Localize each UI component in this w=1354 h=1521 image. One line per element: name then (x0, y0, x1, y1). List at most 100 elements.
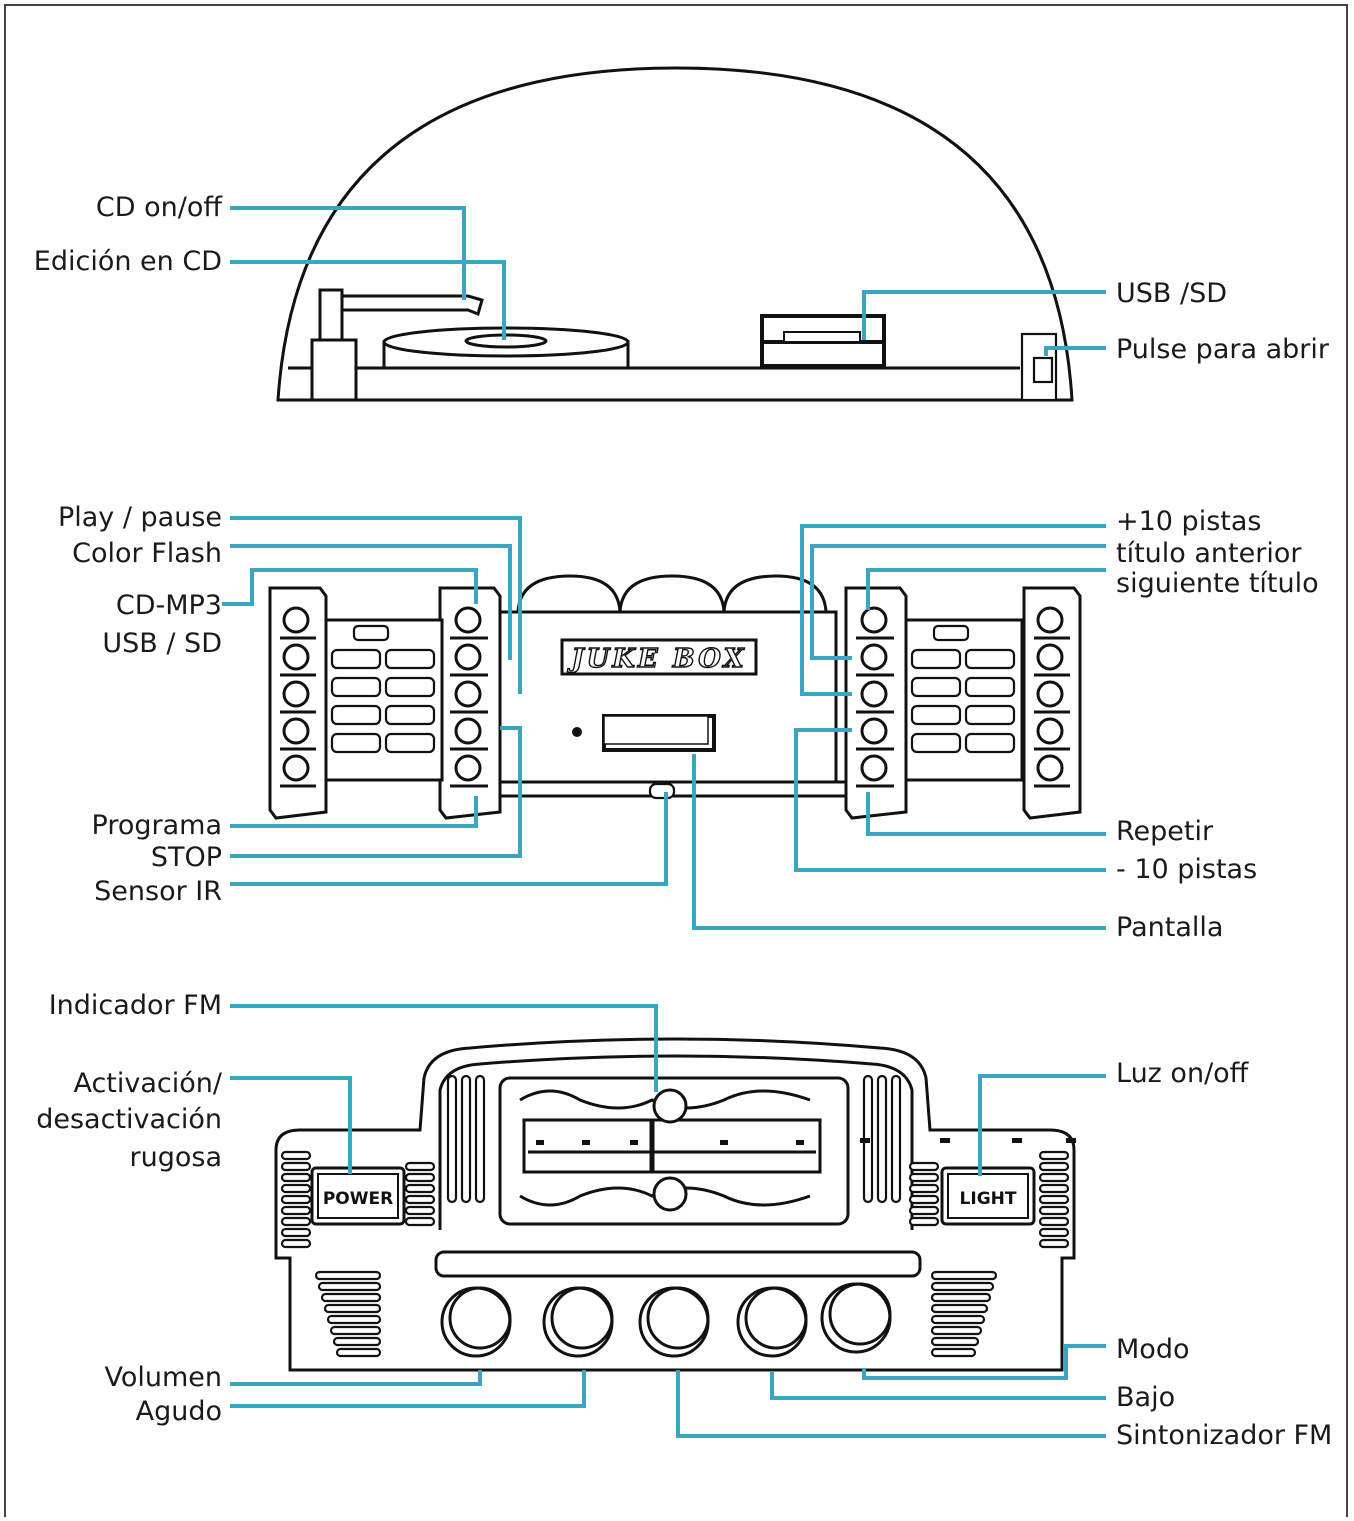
lower-vent-bar (314, 1270, 382, 1281)
label-mode: Modo (1116, 1334, 1189, 1365)
grille-bar (908, 1172, 940, 1183)
label-light-onoff: Luz on/off (1116, 1058, 1250, 1089)
dial-vent-bar (446, 1074, 458, 1204)
grille-bar (404, 1161, 436, 1172)
label-treble: Agudo (136, 1396, 222, 1427)
grille-bar (280, 1227, 312, 1238)
label-usb-sd-middle: USB / SD (102, 628, 222, 659)
dial-vent-bar (474, 1074, 486, 1204)
grille-bar (1038, 1194, 1070, 1205)
dial-tick (1012, 1138, 1022, 1143)
grille-bar (1038, 1216, 1070, 1227)
light-button[interactable]: LIGHT (940, 1166, 1036, 1226)
grille-bar (1038, 1150, 1070, 1161)
bank-button (282, 680, 310, 708)
panel-slat (964, 704, 1016, 726)
panel-slat (910, 676, 962, 698)
grille-bar (1038, 1161, 1070, 1172)
bank-button (282, 754, 310, 782)
display-screen (602, 714, 716, 752)
bank-button (282, 606, 310, 634)
grille-bar (908, 1161, 940, 1172)
fm-dial-window (498, 1076, 1076, 1226)
label-color-flash: Color Flash (72, 538, 222, 569)
bass-knob[interactable] (736, 1286, 808, 1358)
label-display: Pantalla (1116, 912, 1223, 943)
lower-vent-bar (930, 1292, 992, 1303)
dial-tick (940, 1138, 950, 1143)
slat-panel (904, 618, 1024, 782)
label-activation-line3: rugosa (130, 1142, 222, 1173)
dial-tick (1066, 1138, 1076, 1143)
grille-bar (1038, 1172, 1070, 1183)
lower-vent-bar (326, 1314, 382, 1325)
label-minus10: - 10 pistas (1116, 854, 1257, 885)
panel-slat (330, 676, 382, 698)
bank-button (1036, 643, 1064, 671)
label-activation-line1: Activación/ (73, 1068, 222, 1099)
dial-tick (630, 1140, 638, 1145)
grille-bar (1038, 1205, 1070, 1216)
panel-slat (384, 648, 436, 670)
label-press-open: Pulse para abrir (1116, 334, 1330, 365)
lower-vent-bar (335, 1347, 382, 1358)
panel-slat (384, 732, 436, 754)
volume-knob[interactable] (440, 1286, 512, 1358)
grille-bar (280, 1150, 312, 1161)
bank-button (860, 680, 888, 708)
tonearm (310, 288, 484, 402)
bank-button (860, 643, 888, 671)
grille-bar (404, 1205, 436, 1216)
right-button-bank (844, 586, 1082, 820)
label-program: Programa (92, 810, 222, 841)
bank-button (282, 643, 310, 671)
mode-knob[interactable] (820, 1282, 892, 1354)
bank-button (1036, 717, 1064, 745)
lower-vent-bar (332, 1336, 382, 1347)
lower-vent-bar (930, 1314, 986, 1325)
dial-tick (796, 1140, 804, 1145)
grille-bar (280, 1183, 312, 1194)
grille-bar (280, 1194, 312, 1205)
diagram-frame (4, 4, 1348, 1517)
panel-slat (910, 704, 962, 726)
grille-bar (280, 1216, 312, 1227)
treble-knob[interactable] (542, 1286, 614, 1358)
lower-vent-bar (930, 1303, 989, 1314)
label-fm-tuner: Sintonizador FM (1116, 1420, 1332, 1451)
bank-button (1036, 754, 1064, 782)
jukebox-logo: JUKE BOX (560, 638, 758, 676)
bank-button (860, 606, 888, 634)
grille-bar (404, 1216, 436, 1227)
label-repeat: Repetir (1116, 816, 1214, 847)
dial-tick (860, 1138, 870, 1143)
grille-bar (404, 1183, 436, 1194)
dial-vent-bar (876, 1074, 888, 1204)
bank-button (454, 606, 482, 634)
bank-button (454, 643, 482, 671)
grille-bar (280, 1238, 312, 1249)
lower-vents (314, 1270, 998, 1358)
lower-vent-bar (930, 1281, 995, 1292)
grille-bar (908, 1205, 940, 1216)
light-button-label: LIGHT (960, 1189, 1017, 1209)
panel-slat (330, 648, 382, 670)
panel-tab (932, 624, 970, 642)
grille-bar (908, 1183, 940, 1194)
dial-tick (536, 1140, 544, 1145)
grille-bar (908, 1216, 940, 1227)
lower-vent-bar (930, 1347, 977, 1358)
lower-vent-bar (930, 1325, 983, 1336)
fm-indicator-lamp (652, 1088, 688, 1124)
label-bass: Bajo (1116, 1382, 1175, 1413)
label-volume: Volumen (104, 1362, 222, 1393)
label-play-pause: Play / pause (58, 502, 222, 533)
panel-slat (964, 648, 1016, 670)
fm-tuner-knob[interactable] (638, 1286, 710, 1358)
lower-vent-bar (320, 1292, 382, 1303)
power-button[interactable]: POWER (310, 1166, 406, 1226)
bank-button (282, 717, 310, 745)
ir-dot (572, 727, 582, 737)
grille-bar (908, 1194, 940, 1205)
